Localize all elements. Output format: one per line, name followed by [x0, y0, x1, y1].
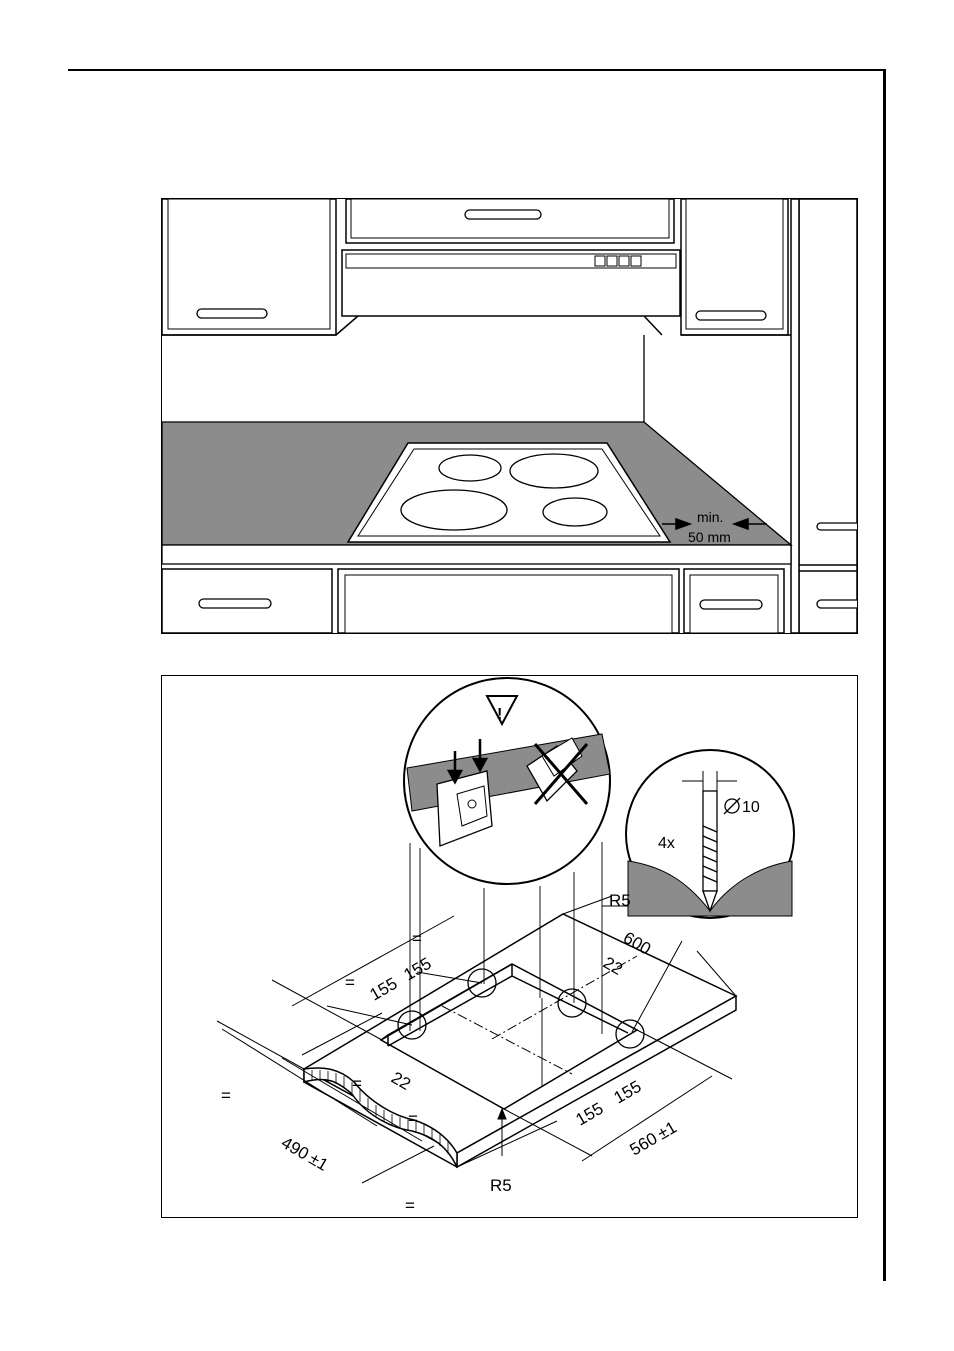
equal-mark-top: = — [412, 929, 422, 948]
clip-spacing-right-a: 155 — [573, 1099, 607, 1130]
page-edge-rule — [883, 69, 886, 1281]
clip-spacing-left-b: 155 — [401, 954, 435, 985]
clip-mounting-detail: ! — [404, 678, 610, 884]
min-label: min. — [697, 509, 723, 525]
cutout-drawing: ! 10 4x — [162, 676, 857, 1217]
kitchen-installation-figure: min. 50 mm — [161, 198, 858, 634]
svg-text:!: ! — [497, 706, 502, 723]
kitchen-drawing: min. 50 mm — [162, 199, 857, 633]
min-distance-value: 50 mm — [688, 529, 731, 545]
screw-count: 4x — [658, 835, 675, 852]
equal-mark-left: = — [345, 973, 355, 992]
screw-detail: 10 4x — [626, 750, 794, 918]
clip-spacing-right-b: 155 — [611, 1077, 645, 1108]
radius-bottom-label: R5 — [490, 1176, 512, 1195]
equal-mark-bottom: = — [408, 1109, 418, 1128]
equal-mark-base: = — [405, 1196, 415, 1215]
equal-mark-inner: = — [352, 1074, 362, 1093]
diameter-value: 10 — [742, 799, 760, 816]
cutout-depth-tolerance: ±1 — [306, 1149, 332, 1175]
cutout-depth-label: 490 — [278, 1133, 312, 1164]
header-rule — [68, 69, 886, 71]
clip-spacing-left-a: 155 — [367, 974, 401, 1005]
radius-top-label: R5 — [609, 891, 631, 910]
cutout-dimensions-figure: ! 10 4x — [161, 675, 858, 1218]
cutout-width-label: 560 — [627, 1129, 661, 1160]
equal-mark-outer: = — [221, 1086, 231, 1105]
cutout-width-tolerance: ±1 — [654, 1118, 680, 1144]
